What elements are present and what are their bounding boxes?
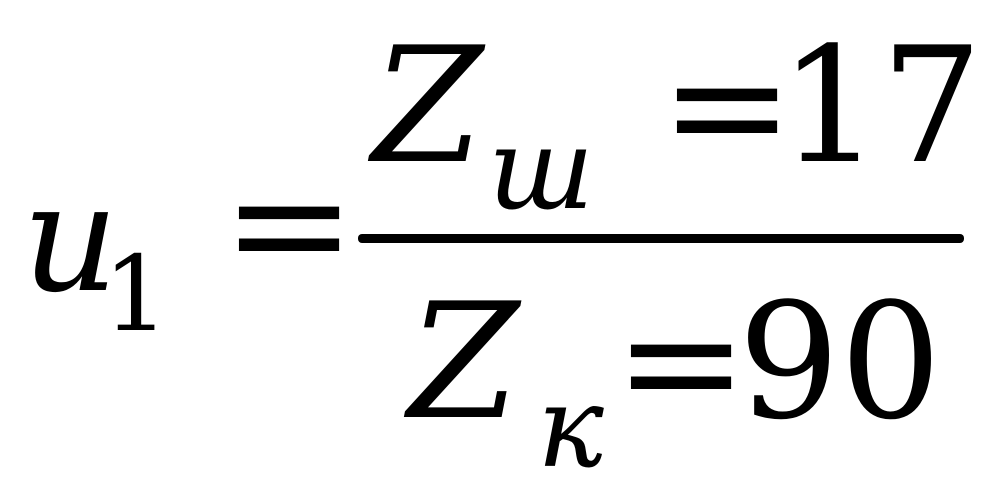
main-equals-sign: = [222, 130, 357, 317]
numerator-equals-sign: = [660, 12, 795, 199]
numerator-subscript: ш [488, 105, 595, 235]
numerator-value: 17 [779, 12, 983, 199]
denominator-variable: Z [408, 268, 520, 455]
denominator-subscript: к [537, 363, 604, 493]
fraction-bar [358, 234, 964, 243]
denominator-value: 90 [738, 268, 942, 455]
numerator-variable: Z [372, 12, 484, 199]
denominator-equals-sign: = [614, 268, 749, 455]
lhs-subscript: 1 [103, 233, 170, 355]
lhs-variable: u [22, 152, 119, 326]
